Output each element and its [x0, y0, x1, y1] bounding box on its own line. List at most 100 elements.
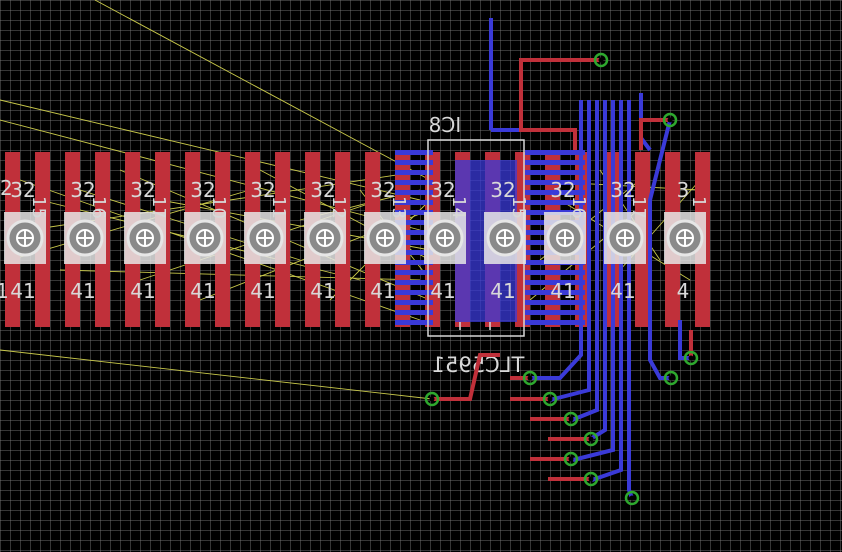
ic8-right-pad: [525, 300, 585, 305]
led-pin-number: 41: [430, 279, 455, 303]
airwire: [59, 269, 421, 281]
ic8-left-pad: [395, 160, 433, 165]
led-reference: 16: [88, 196, 109, 219]
ic8-right-pad: [525, 320, 585, 325]
led-pin-number: 41: [250, 279, 275, 303]
ic8-right-pad: [525, 290, 585, 295]
led-pad-number: 32: [490, 178, 515, 202]
via[interactable]: [522, 370, 538, 386]
led-reference: 15: [28, 196, 49, 219]
via-layer[interactable]: [424, 52, 699, 506]
ic8-right-pad: [525, 190, 585, 195]
led-pad-number: 32: [550, 178, 575, 202]
led-reference: 12: [328, 196, 349, 219]
via[interactable]: [662, 112, 678, 128]
ic8-left-pad: [395, 290, 433, 295]
led-pin-number: 41: [70, 279, 95, 303]
bottom-trace: [678, 320, 691, 360]
led-pin-number: 41: [10, 279, 35, 303]
ic8-left-pad: [395, 210, 433, 215]
via-drill: [688, 355, 694, 361]
led-pin-number: 41: [190, 279, 215, 303]
led-pad-number: 32: [310, 178, 335, 202]
via[interactable]: [542, 391, 558, 407]
ic8-left-pad: [395, 200, 433, 205]
airwire: [94, 0, 431, 181]
via[interactable]: [563, 451, 579, 467]
via[interactable]: [424, 391, 440, 407]
via-drill: [568, 416, 574, 422]
via[interactable]: [683, 350, 699, 366]
via[interactable]: [624, 490, 640, 506]
via-drill: [588, 436, 594, 442]
led-component[interactable]: 32 41 16: [544, 178, 589, 303]
led-component[interactable]: 32 41 17: [124, 178, 169, 303]
led-component[interactable]: 32 41 11: [244, 178, 289, 303]
via[interactable]: [563, 411, 579, 427]
led-component[interactable]: 32 41 16: [64, 178, 109, 303]
ic8-right-pad: [525, 200, 585, 205]
top-trace: [519, 58, 601, 150]
led-component[interactable]: 341: [664, 178, 709, 303]
via-drill: [527, 375, 533, 381]
led-pad-number: 32: [430, 178, 455, 202]
led-pin-number: 41: [550, 279, 575, 303]
ic8-left-pad: [395, 310, 433, 315]
led-reference: 17: [628, 196, 649, 219]
led-reference: 1: [688, 196, 709, 207]
ic8-left-pad: [395, 250, 433, 255]
ic8-left-pad: [395, 280, 433, 285]
via-drill: [598, 57, 604, 63]
ic8-right-pad: [525, 280, 585, 285]
via-drill: [629, 495, 635, 501]
led-pad-number: 32: [70, 178, 95, 202]
ic8-right-pad: [525, 170, 585, 175]
led-pad-number: 32: [10, 178, 35, 202]
led-component[interactable]: 32 41 15: [4, 178, 49, 303]
via-drill: [547, 396, 553, 402]
via-drill: [667, 117, 673, 123]
ic8-left-pad: [395, 320, 433, 325]
via[interactable]: [583, 431, 599, 447]
ic8-left-pad: [395, 150, 433, 155]
led-pad-number: 32: [190, 178, 215, 202]
via[interactable]: [583, 471, 599, 487]
left-edge-pin-label: 1: [0, 279, 9, 303]
via-drill: [668, 375, 674, 381]
led-reference: 15: [508, 196, 529, 219]
via-drill: [568, 456, 574, 462]
led-reference: 16: [568, 196, 589, 219]
top-trace: [639, 118, 670, 150]
led-pad-number: 32: [370, 178, 395, 202]
led-reference: 17: [148, 196, 169, 219]
ic8-left-pad: [395, 260, 433, 265]
via-drill: [588, 476, 594, 482]
led-pin-number: 41: [130, 279, 155, 303]
ic8-left-pad: [395, 180, 433, 185]
bottom-trace: [571, 100, 599, 422]
led-row[interactable]: 3241153241163241173241103241113241123241…: [4, 178, 709, 303]
led-pad-number: 32: [250, 178, 275, 202]
via[interactable]: [593, 52, 609, 68]
led-pin-number: 41: [490, 279, 515, 303]
led-reference: 11: [268, 196, 289, 219]
ic8-left-pad: [395, 220, 433, 225]
ic8-right-pad: [525, 180, 585, 185]
airwire: [0, 349, 433, 400]
ic8-right-pad: [525, 270, 585, 275]
ic8-left-pad: [395, 190, 433, 195]
ic8-right-pad: [525, 310, 585, 315]
via-drill: [429, 396, 435, 402]
via[interactable]: [663, 370, 679, 386]
led-pad-number: 32: [610, 178, 635, 202]
ic8-left-pad: [395, 170, 433, 175]
led-pad-number: 32: [130, 178, 155, 202]
led-component[interactable]: 32 41 15: [484, 178, 529, 303]
